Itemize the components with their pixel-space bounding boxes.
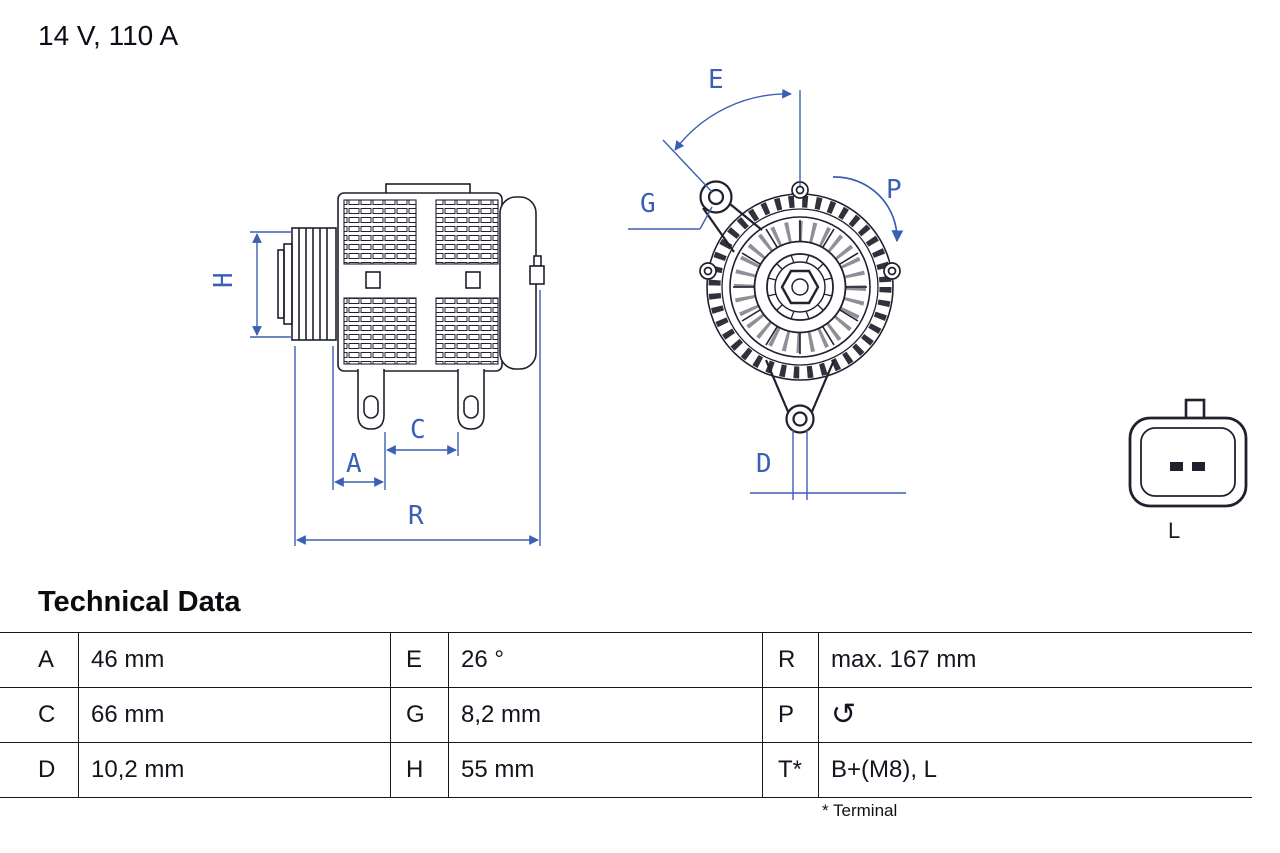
dim-label-a: A: [346, 449, 362, 479]
mounting-legs: [357, 369, 485, 430]
dim-label-g: G: [640, 189, 656, 219]
bottom-mounting-lug: [764, 359, 836, 434]
connector-label: L: [1168, 518, 1180, 543]
dim-label-r: R: [408, 501, 424, 531]
pulley: [277, 227, 337, 341]
spec-key: P: [762, 688, 818, 743]
alternator-front-view: [699, 180, 901, 434]
spec-value: 8,2 mm: [448, 688, 762, 743]
dim-label-h: H: [209, 272, 239, 288]
connector-pin: [1170, 462, 1183, 471]
shaft-nut: [780, 269, 820, 305]
spec-key: E: [390, 633, 448, 688]
spec-value: 55 mm: [448, 743, 762, 798]
technical-drawing: H A C R: [209, 65, 1248, 546]
spec-key: G: [390, 688, 448, 743]
spec-value: 26 °: [448, 633, 762, 688]
spec-value: 66 mm: [78, 688, 390, 743]
alternator-side-view: [277, 183, 545, 430]
spec-value: 10,2 mm: [78, 743, 390, 798]
connector-view: [1128, 398, 1248, 508]
spec-value: 46 mm: [78, 633, 390, 688]
housing: [337, 183, 503, 372]
spec-value: max. 167 mm: [818, 633, 1252, 688]
spec-key: A: [0, 633, 78, 688]
front-view-dimensions: [628, 88, 906, 500]
side-view-dimensions: [250, 231, 541, 546]
technical-data-table: A 46 mm E 26 ° R max. 167 mm C 66 mm G 8…: [0, 632, 1252, 798]
spec-key: R: [762, 633, 818, 688]
rating-text: 14 V, 110 A: [38, 20, 179, 51]
dim-label-e: E: [708, 65, 724, 95]
rear-cover: [499, 196, 545, 370]
section-title: Technical Data: [38, 586, 241, 618]
dim-label-d: D: [756, 449, 772, 479]
spec-key: D: [0, 743, 78, 798]
connector-pin: [1192, 462, 1205, 471]
hub-spokes: [767, 254, 833, 320]
dim-label-c: C: [410, 415, 426, 445]
spec-key: H: [390, 743, 448, 798]
dim-label-p: P: [886, 175, 902, 205]
spec-key: T*: [762, 743, 818, 798]
spec-key: C: [0, 688, 78, 743]
fan-blades: [733, 220, 867, 354]
ear-holes: [699, 181, 901, 280]
rotation-direction-icon: ↺: [818, 688, 1252, 743]
terminal-footnote: * Terminal: [822, 801, 898, 820]
spec-value: B+(M8), L: [818, 743, 1252, 798]
